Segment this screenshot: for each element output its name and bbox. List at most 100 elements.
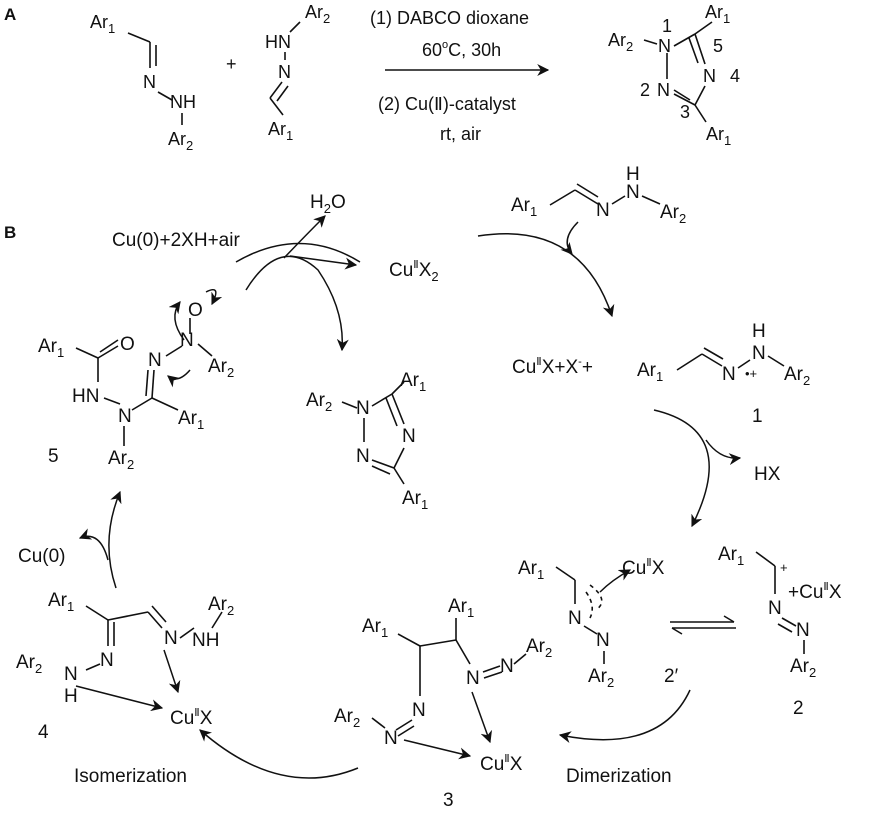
n-atom: N bbox=[796, 620, 810, 641]
isomerization-arrow bbox=[199, 729, 359, 779]
compound-label-4: 4 bbox=[38, 722, 49, 743]
panel-label-a: A bbox=[4, 5, 16, 24]
condition-2b: rt, air bbox=[440, 124, 481, 144]
condition-2: (2) Cu(Ⅱ)-catalyst bbox=[378, 94, 516, 114]
compound-label-2: 2 bbox=[793, 698, 804, 719]
ar2-label: Ar2 bbox=[608, 30, 633, 54]
compound-label-1: 1 bbox=[752, 406, 763, 427]
cu-release-arrow bbox=[599, 569, 632, 593]
ring-number-4: 4 bbox=[730, 66, 740, 86]
compound-3: Ar1 Ar1 N N N Ar2 Ar2 N bbox=[334, 596, 552, 760]
ring-number-3: 3 bbox=[680, 102, 690, 122]
ar2-label: Ar2 bbox=[660, 202, 686, 226]
isomerization-label: Isomerization bbox=[74, 766, 187, 787]
ar1-label: Ar1 bbox=[90, 12, 115, 36]
ar1-label: Ar1 bbox=[511, 195, 537, 219]
n-atom: N bbox=[752, 343, 766, 364]
n-atom: N bbox=[278, 62, 291, 82]
ar2-label: Ar2 bbox=[784, 364, 810, 388]
cycle-triazole-product: Ar1 Ar2 N N N Ar1 bbox=[306, 370, 428, 512]
ar1-label: Ar1 bbox=[718, 544, 744, 568]
nh-atom: NH bbox=[170, 92, 196, 112]
ar1-label: Ar1 bbox=[637, 360, 663, 384]
n-atom: N bbox=[626, 182, 640, 203]
ar2-label: Ar2 bbox=[16, 652, 42, 676]
n-atom: N bbox=[412, 700, 426, 721]
cu-x-label: CuⅡX bbox=[480, 753, 523, 775]
n-atom: N bbox=[596, 200, 610, 221]
radical-cation-1: Ar1 N H N •+ Ar2 bbox=[637, 321, 810, 388]
panel-label-b: B bbox=[4, 223, 16, 242]
condition-1: (1) DABCO dioxane bbox=[370, 8, 529, 28]
n-atom: N bbox=[402, 426, 416, 447]
compound-label-3: 3 bbox=[443, 790, 454, 811]
reactant-hydrazone-1: Ar1 N NH Ar2 bbox=[90, 12, 196, 153]
n-atom: N bbox=[722, 364, 736, 385]
compound-4: Ar1 N Ar2 N H N NH Ar2 bbox=[16, 590, 234, 712]
ar2-label: Ar2 bbox=[108, 448, 134, 472]
plus-sign: + bbox=[226, 54, 237, 74]
ar2-label: Ar2 bbox=[208, 356, 234, 380]
ring-number-5: 5 bbox=[713, 36, 723, 56]
n-atom: N bbox=[466, 668, 480, 689]
n-atom: N bbox=[500, 656, 514, 677]
ar2-label: Ar2 bbox=[526, 636, 552, 660]
hn-atom: HN bbox=[265, 32, 291, 52]
compound-5: Ar1 O HN N N N O Ar2 Ar1 Ar2 bbox=[38, 289, 234, 472]
h-atom: H bbox=[752, 321, 766, 342]
n-atom: N bbox=[100, 650, 114, 671]
ar2-label: Ar2 bbox=[790, 656, 816, 680]
n2-atom: N bbox=[657, 80, 670, 100]
ar2-label: Ar2 bbox=[334, 706, 360, 730]
n-atom: N bbox=[143, 72, 156, 92]
cu0-release-up-arrow bbox=[108, 490, 122, 589]
n-atom: N bbox=[384, 728, 398, 749]
n-atom: N bbox=[596, 630, 610, 651]
ar1-label: Ar1 bbox=[448, 596, 474, 620]
ar1-label: Ar1 bbox=[268, 119, 293, 143]
n-atom: N bbox=[64, 664, 78, 685]
hx-label: HX bbox=[754, 464, 781, 485]
ar1-label: Ar1 bbox=[402, 488, 428, 512]
ar2-label: Ar2 bbox=[168, 129, 193, 153]
n-atom: N bbox=[118, 406, 132, 427]
n1-atom: N bbox=[658, 36, 671, 56]
compound-2: Ar1 + N N Ar2 bbox=[718, 544, 816, 680]
n-atom: N bbox=[356, 446, 370, 467]
hn-atom: HN bbox=[72, 386, 99, 407]
cation-charge: + bbox=[780, 560, 788, 575]
ar2-label: Ar2 bbox=[306, 390, 332, 414]
ar1-label: Ar1 bbox=[48, 590, 74, 614]
product-triazole: Ar1 Ar2 1 N 5 N 4 2 N 3 Ar1 bbox=[608, 2, 740, 148]
plus-cu-x-label: +CuⅡX bbox=[788, 581, 842, 603]
n-atom: N bbox=[768, 598, 782, 619]
n-atom: N bbox=[180, 330, 194, 351]
radical-marker: •+ bbox=[745, 366, 757, 381]
n-atom: N bbox=[568, 608, 582, 629]
dimerization-arrow bbox=[558, 689, 691, 743]
compound-2-prime: Ar1 N N Ar2 bbox=[518, 558, 614, 690]
cu-reoxidation-arrow bbox=[235, 242, 361, 263]
ar1-label: Ar1 bbox=[178, 408, 204, 432]
nh-atom: NH bbox=[192, 630, 219, 651]
ring-number-2: 2 bbox=[640, 80, 650, 100]
ring-number-1: 1 bbox=[662, 16, 672, 36]
oxidation-arrow bbox=[477, 232, 615, 318]
n-atom: N bbox=[148, 350, 162, 371]
condition-1-temp: 60oC, 30h bbox=[422, 39, 501, 60]
cu-x-label: CuⅡX bbox=[170, 707, 213, 729]
ar1-label: Ar1 bbox=[706, 124, 731, 148]
ar1-label: Ar1 bbox=[38, 336, 64, 360]
ar2-label: Ar2 bbox=[305, 2, 330, 26]
deprotonation-arrow bbox=[653, 409, 710, 528]
cu0-label: Cu(0) bbox=[18, 546, 66, 567]
hydrazone-substrate: Ar1 N H N Ar2 bbox=[511, 164, 686, 226]
ar1-label: Ar1 bbox=[705, 2, 730, 26]
substrate-in-arrow bbox=[560, 221, 579, 255]
h-atom: H bbox=[64, 686, 78, 707]
ar1-label: Ar1 bbox=[400, 370, 426, 394]
ar2-label: Ar2 bbox=[588, 666, 614, 690]
n4-atom: N bbox=[703, 66, 716, 86]
to-triazole-arrow bbox=[245, 255, 349, 352]
